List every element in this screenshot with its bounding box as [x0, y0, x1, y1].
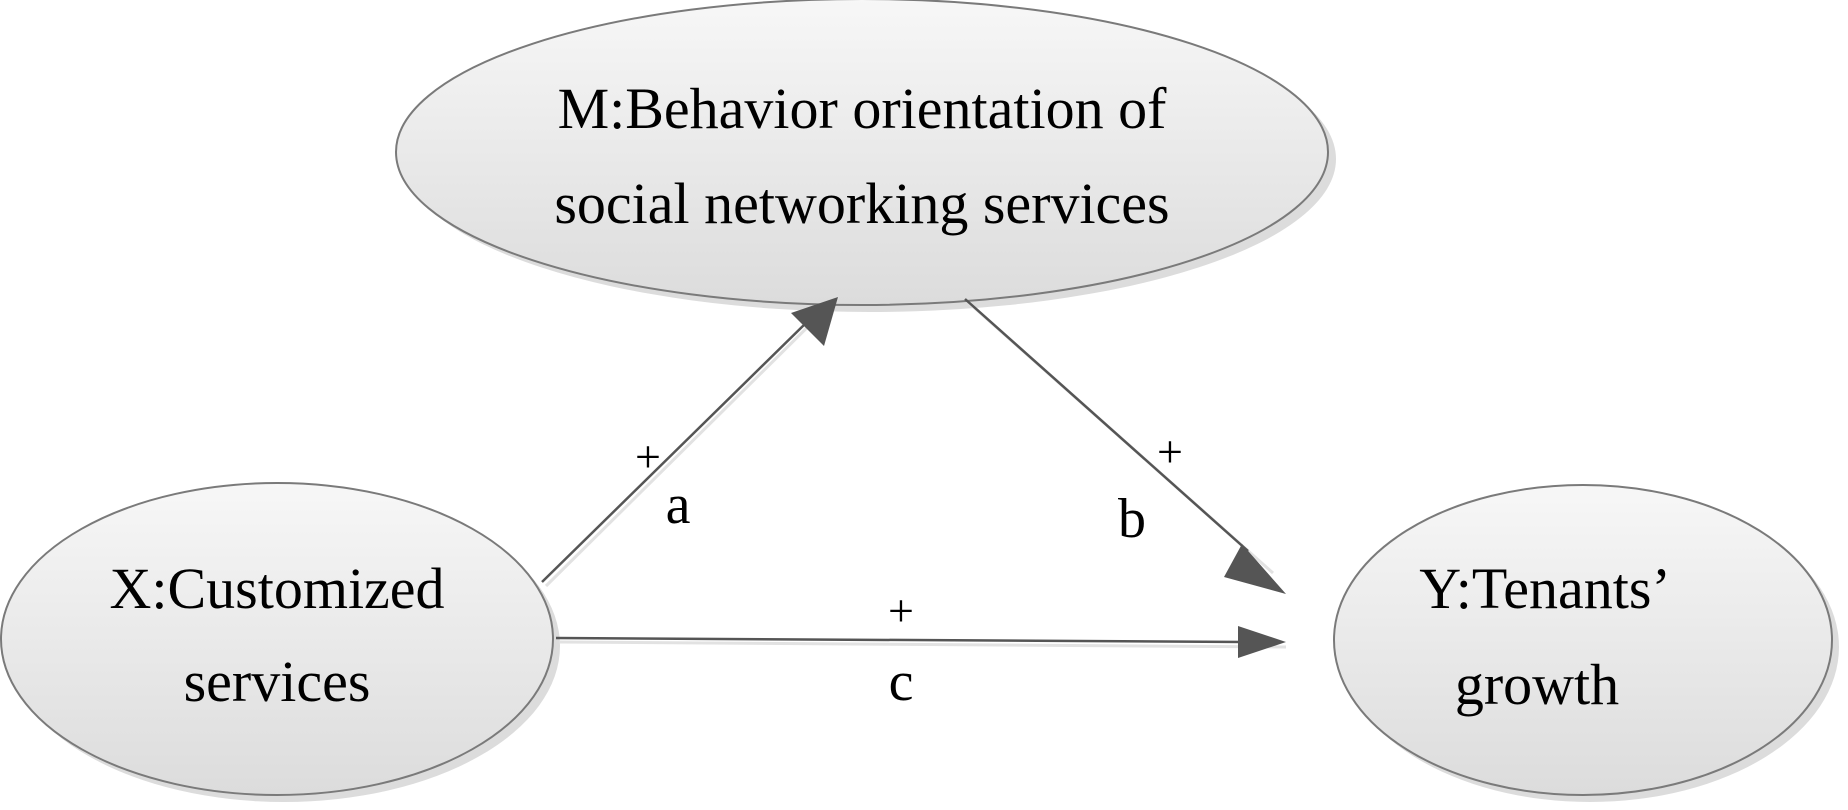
edge-c: + c — [555, 585, 1287, 713]
node-dependent-label-line2: growth — [1455, 652, 1619, 717]
edge-b: + b — [964, 298, 1286, 594]
node-mediator-label-line2: social networking services — [554, 171, 1169, 236]
edge-b-line — [964, 298, 1249, 552]
edge-a-arrowhead — [791, 297, 838, 346]
edge-b-arrowhead — [1224, 544, 1286, 594]
edge-c-label: c — [889, 651, 914, 713]
edge-a-sign: + — [635, 431, 661, 482]
node-dependent: Y:Tenants’ growth — [1333, 484, 1839, 802]
node-dependent-label-line1: Y:Tenants’ — [1419, 556, 1671, 621]
node-independent: X:Customized services — [0, 482, 560, 802]
node-dependent-ellipse — [1333, 484, 1833, 796]
node-independent-label-line1: X:Customized — [109, 556, 444, 621]
edge-a-line — [541, 320, 809, 583]
node-independent-ellipse — [0, 482, 554, 796]
edge-c-arrowhead — [1238, 626, 1286, 658]
node-mediator-ellipse — [395, 0, 1329, 306]
edge-a-label: a — [666, 474, 691, 536]
edge-b-sign: + — [1157, 426, 1183, 477]
node-independent-label-line2: services — [184, 649, 371, 714]
edge-c-sign: + — [888, 585, 914, 636]
node-mediator-label-line1: M:Behavior orientation of — [558, 76, 1168, 141]
edge-c-line — [555, 636, 1246, 644]
node-mediator: M:Behavior orientation of social network… — [395, 0, 1336, 312]
edge-a: + a — [541, 295, 840, 588]
edge-b-label: b — [1118, 488, 1146, 550]
